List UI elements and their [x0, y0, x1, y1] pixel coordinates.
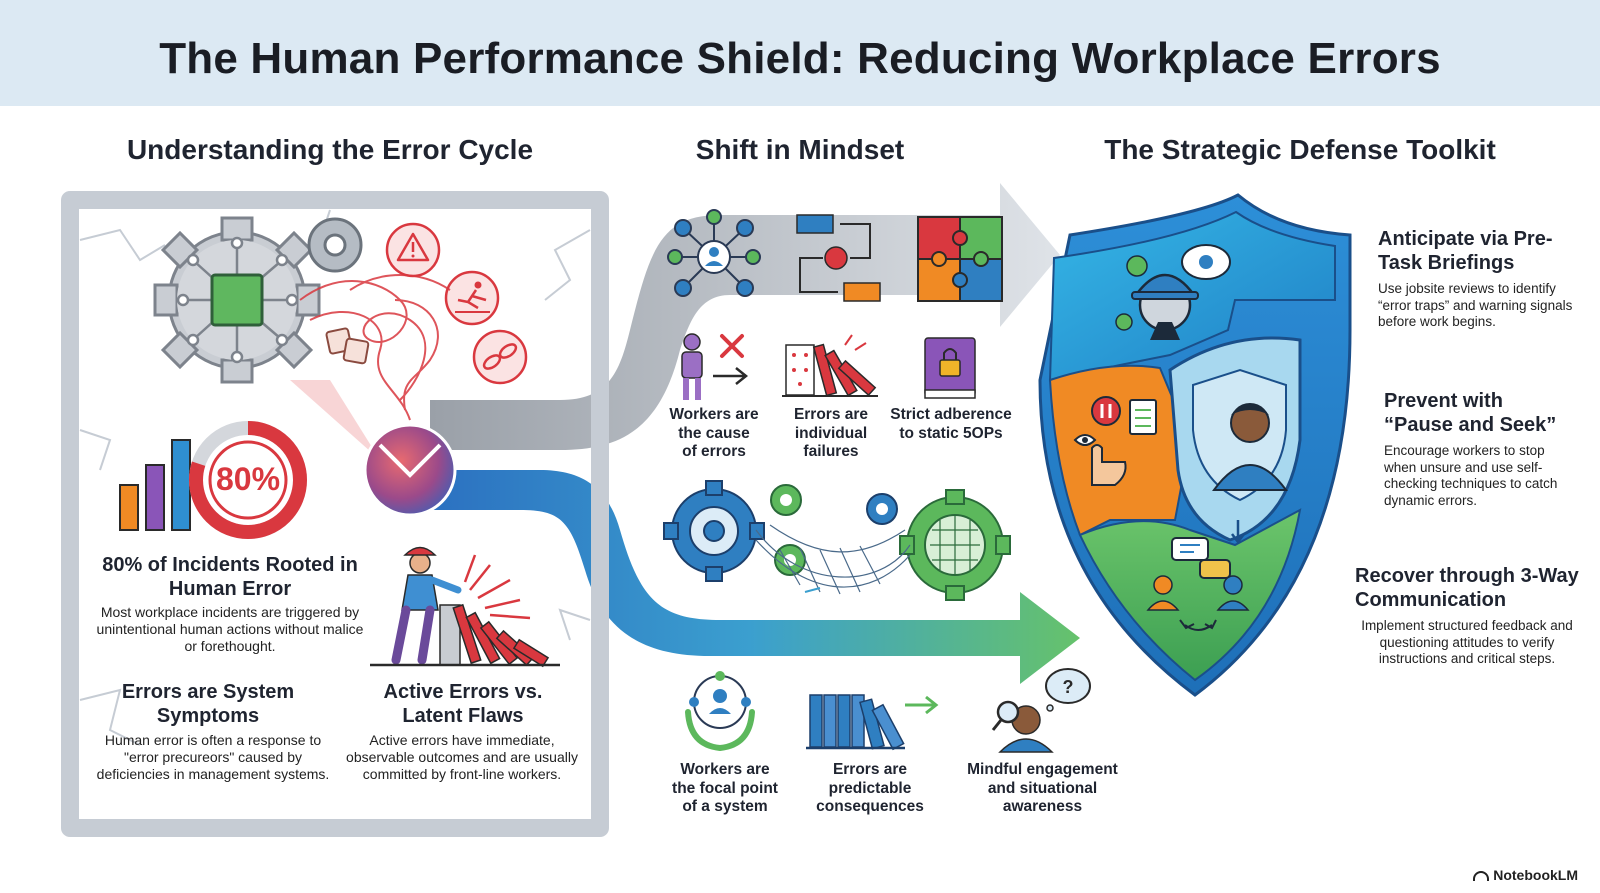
chevron-down-icon: [378, 443, 442, 478]
stat-text: Most workplace incidents are triggered b…: [96, 604, 364, 654]
mindful-person-icon: ?: [991, 668, 1091, 753]
gears-safety-net-icon: [663, 480, 1011, 601]
new-mindset-label-2: Errors are predictable consequences: [816, 761, 924, 815]
convergence-ball: [363, 423, 457, 517]
communication-icon: [1146, 537, 1250, 631]
protected-person-icon: [1192, 368, 1288, 545]
toolkit-text-2: Encourage workers to stop when unsure an…: [1384, 443, 1558, 508]
brand-label: NotebookLM: [1473, 867, 1578, 883]
hardhat-worker-icon: [1115, 244, 1231, 340]
brand-text: NotebookLM: [1493, 867, 1578, 883]
toolkit-heading-1: Anticipate via Pre-Task Briefings: [1378, 228, 1553, 274]
blame-worker-icon: [681, 333, 749, 400]
bar-chart-icon: [119, 439, 191, 531]
symptoms-heading: Errors are System Symptoms: [121, 681, 295, 727]
old-mindset-label-1: Workers are the cause of errors: [669, 406, 759, 460]
new-mindset-arrow: [420, 470, 1080, 684]
toolkit-heading-2: Prevent with “Pause and Seek”: [1384, 390, 1557, 436]
shield-segment-prevent-left: [1048, 364, 1192, 537]
toolkit-text-1: Use jobsite reviews to identify “error t…: [1378, 281, 1573, 329]
stat-value: 80%: [215, 461, 281, 497]
worker-dominoes-icon: [370, 546, 560, 668]
slip-fall-icon: [444, 270, 500, 326]
notebook-logo-icon: [1473, 871, 1490, 882]
new-mindset-label-3: Mindful engagement and situational aware…: [967, 761, 1118, 815]
section-title-toolkit: The Strategic Defense Toolkit: [1104, 134, 1496, 165]
question-mark-glyph: ?: [1063, 677, 1074, 697]
old-mindset-arrow: [430, 183, 1060, 450]
process-flow-icon: [796, 214, 881, 302]
pause-seek-icon: [1073, 396, 1157, 486]
old-mindset-label-2: Errors are individual failures: [793, 406, 869, 460]
small-gear-icon: [307, 217, 363, 273]
active-heading: Active Errors vs. Latent Flaws: [383, 681, 543, 727]
page-title: The Human Performance Shield: Reducing W…: [159, 34, 1441, 83]
hands-network-icon: [685, 671, 755, 752]
brain-gear-icon: [153, 216, 321, 384]
broken-chain-icon: [472, 329, 528, 385]
section-title-error-cycle: Understanding the Error Cycle: [126, 134, 534, 165]
stat-donut: [189, 421, 307, 539]
old-mindset-label-3: Strict adberence to static 5OPs: [890, 406, 1012, 442]
section-title-mindset: Shift in Mindset: [695, 134, 905, 165]
funnel-beam: [290, 380, 380, 460]
locked-book-icon: [924, 337, 976, 399]
chaos-lines: [299, 274, 451, 421]
network-hub-icon: [667, 209, 761, 297]
dice-icon: [325, 327, 370, 365]
symptoms-text: Human error is often a response to "erro…: [96, 732, 330, 782]
binders-icon: [806, 694, 939, 751]
new-mindset-label-1: Workers are the focal point of a system: [672, 761, 778, 815]
toolkit-heading-3: Recover through 3-Way Communication: [1355, 565, 1579, 611]
error-cycle-frame: [61, 191, 609, 837]
puzzle-icon: [917, 216, 1003, 302]
active-text: Active errors have immediate, observable…: [346, 732, 578, 782]
shield-segment-recover: [1078, 508, 1302, 682]
stat-heading: 80% of Incidents Rooted in Human Error: [102, 554, 358, 600]
falling-dominoes-icon: [782, 334, 878, 397]
toolkit-text-3: Implement structured feedback and questi…: [1361, 618, 1573, 666]
title-band: [0, 0, 1600, 106]
